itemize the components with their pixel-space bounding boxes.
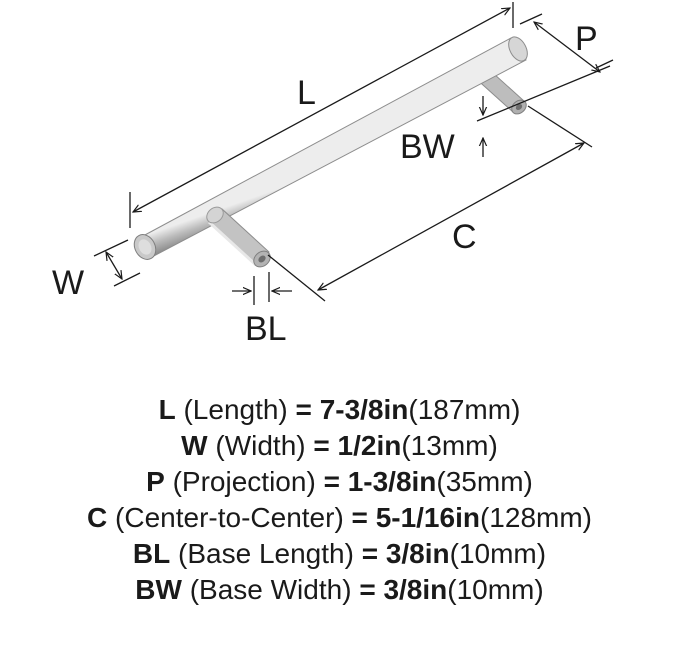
dim-width: W [52, 239, 141, 302]
spec-value: 1/2in [337, 430, 402, 461]
dim-base-length: BL [232, 272, 292, 348]
spec-row-p: P (Projection) = 1-3/8in(35mm) [0, 464, 679, 500]
spec-abbr: W [181, 430, 208, 461]
spec-name: (Center-to-Center) [115, 502, 344, 533]
spec-equals: = [295, 394, 312, 425]
spec-metric: (128mm) [479, 502, 592, 533]
spec-metric: (187mm) [408, 394, 521, 425]
dim-center-to-center: C [267, 105, 593, 302]
label-W: W [52, 264, 84, 302]
front-post [206, 206, 271, 268]
spec-abbr: BL [132, 538, 171, 569]
spec-equals: = [359, 574, 376, 605]
spec-name: (Length) [183, 394, 288, 425]
spec-equals: = [323, 466, 340, 497]
spec-value: 3/8in [383, 574, 448, 605]
dim-projection: P [519, 13, 614, 72]
spec-abbr: L [158, 394, 176, 425]
spec-abbr: C [87, 502, 108, 533]
spec-metric: (13mm) [401, 430, 498, 461]
spec-value: 5-1/16in [375, 502, 480, 533]
spec-row-bl: BL (Base Length) = 3/8in(10mm) [0, 536, 679, 572]
spec-abbr: BW [135, 574, 182, 605]
label-BL: BL [245, 310, 287, 348]
spec-row-c: C (Center-to-Center) = 5-1/16in(128mm) [0, 500, 679, 536]
spec-row-bw: BW (Base Width) = 3/8in(10mm) [0, 572, 679, 608]
spec-name: (Base Length) [178, 538, 354, 569]
spec-name: (Base Width) [189, 574, 352, 605]
spec-equals: = [313, 430, 330, 461]
dim-length: L [129, 2, 514, 228]
spec-value: 1-3/8in [347, 466, 437, 497]
label-BW: BW [400, 128, 455, 166]
spec-row-w: W (Width) = 1/2in(13mm) [0, 428, 679, 464]
spec-value: 3/8in [385, 538, 450, 569]
spec-equals: = [351, 502, 368, 533]
spec-name: (Projection) [172, 466, 316, 497]
handle-dimension-diagram: L P BW C W BL [52, 2, 614, 348]
label-P: P [575, 20, 598, 58]
spec-abbr: P [146, 466, 165, 497]
spec-metric: (35mm) [436, 466, 533, 497]
label-L: L [297, 74, 316, 112]
spec-equals: = [361, 538, 379, 569]
spec-value: 7-3/8in [319, 394, 409, 425]
label-C: C [452, 218, 477, 256]
spec-metric: (10mm) [449, 538, 547, 569]
spec-row-l: L (Length) = 7-3/8in(187mm) [0, 392, 679, 428]
spec-name: (Width) [215, 430, 306, 461]
spec-list: L (Length) = 7-3/8in(187mm)W (Width) = 1… [0, 392, 679, 608]
spec-metric: (10mm) [447, 574, 544, 605]
